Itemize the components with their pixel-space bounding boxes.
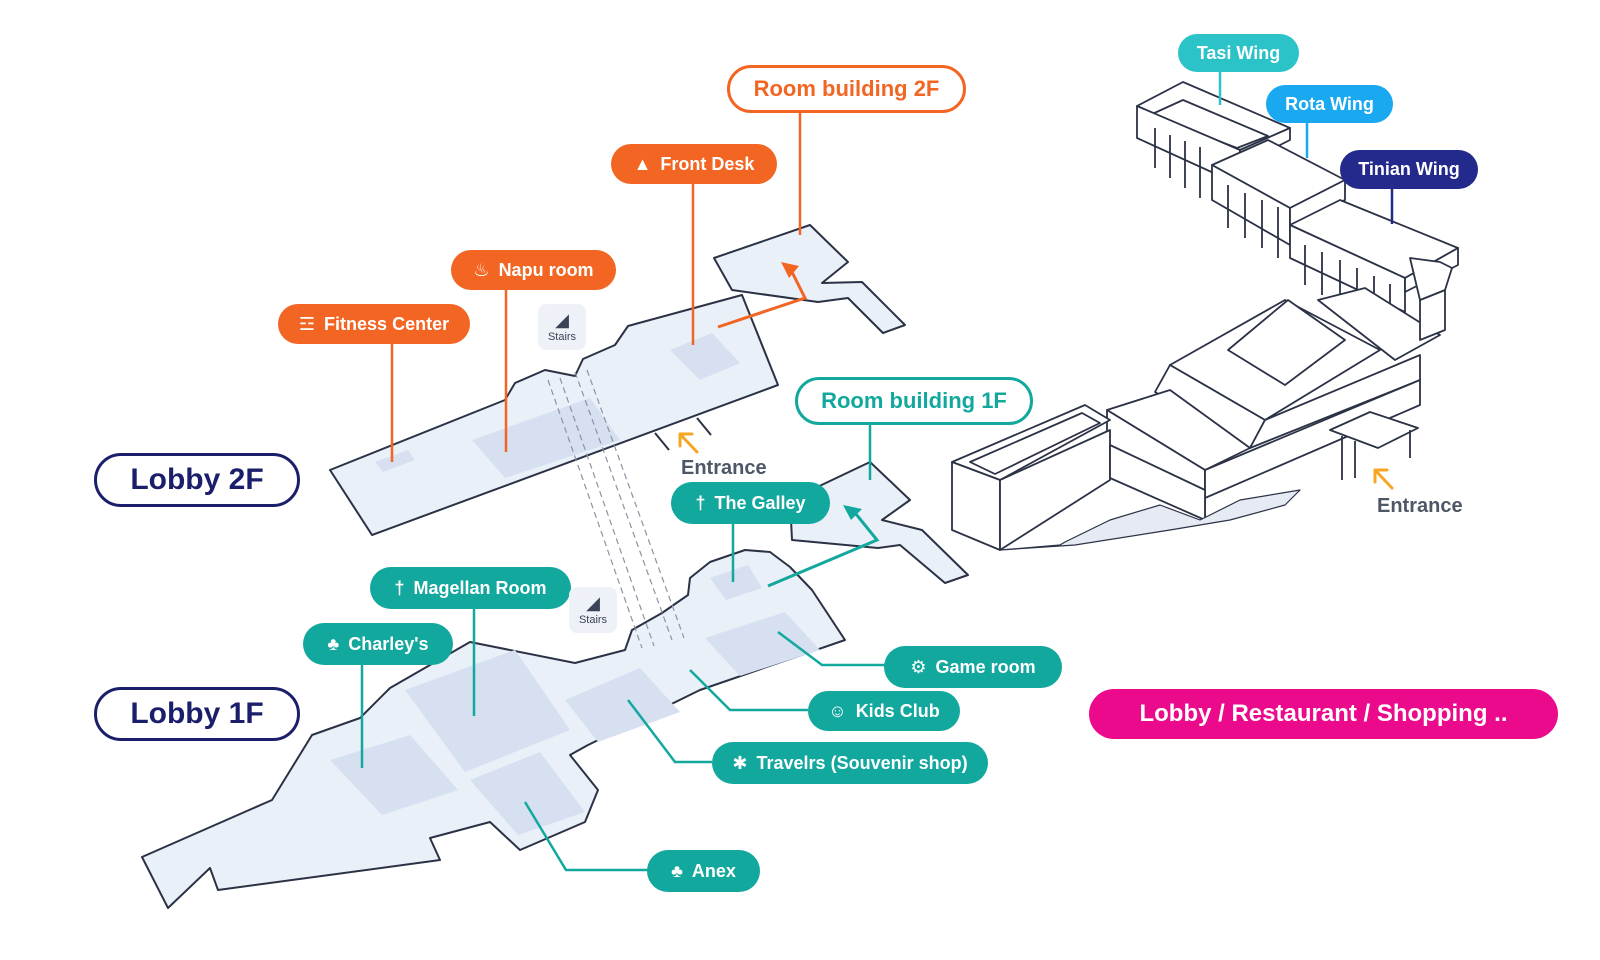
- entrance-arrow-icon: [1373, 468, 1394, 490]
- treadmill-icon: ☲: [298, 314, 316, 334]
- lobby-1f-label[interactable]: Lobby 1F: [94, 687, 300, 741]
- bar-icon: ♣: [327, 634, 340, 654]
- route-arrow-1f-head: [843, 505, 862, 520]
- front-desk-text: Front Desk: [660, 153, 755, 174]
- lobby-2f-zone: [375, 450, 415, 472]
- lobby-1f-zone: [705, 612, 820, 676]
- charleys-text: Charley's: [348, 633, 429, 654]
- fork-knife-icon: †: [695, 493, 706, 513]
- the-galley-label[interactable]: † The Galley: [671, 482, 830, 524]
- stair-connector: [547, 379, 643, 649]
- lobby-2f-label[interactable]: Lobby 2F: [94, 453, 300, 507]
- stairs-icon: ◢: [555, 310, 569, 330]
- magellan-room-label[interactable]: † Magellan Room: [370, 567, 571, 609]
- travelrs-text: Travelrs (Souvenir shop): [756, 752, 968, 773]
- lobby-2f-zone: [670, 333, 740, 380]
- fork-knife-icon: †: [394, 578, 405, 598]
- front-desk-label[interactable]: ▲ Front Desk: [611, 144, 777, 184]
- magellan-room-text: Magellan Room: [413, 577, 547, 598]
- stairs-2f-badge: ◢ Stairs: [538, 304, 586, 350]
- gamepad-icon: ⚙: [910, 657, 927, 677]
- reception-icon: ▲: [633, 154, 652, 174]
- stair-connector: [559, 377, 655, 647]
- room-building-2f-floorplate: [713, 224, 906, 334]
- napu-room-label[interactable]: ♨ Napu room: [451, 250, 616, 290]
- kids-club-label[interactable]: ☺ Kids Club: [808, 691, 960, 731]
- leader-lines-1f: [360, 424, 885, 872]
- stairs-icon: ◢: [586, 593, 600, 613]
- lobby-2f-zone: [472, 398, 620, 478]
- lobby-1f-zone: [710, 565, 762, 600]
- the-galley-text: The Galley: [714, 492, 806, 513]
- stairs-2f-text: Stairs: [547, 331, 577, 343]
- stair-connector: [574, 371, 673, 641]
- charleys-label[interactable]: ♣ Charley's: [303, 623, 453, 665]
- fitness-center-text: Fitness Center: [324, 313, 450, 334]
- bar-icon: ♣: [671, 861, 683, 881]
- resort-building-illustration: [951, 81, 1459, 551]
- entrance-arrow-icon: [678, 432, 699, 454]
- stair-connector: [586, 369, 685, 639]
- entrance-lobby-label: Entrance: [681, 457, 767, 479]
- entrance-2f-door: [696, 417, 712, 436]
- gift-icon: ✱: [732, 753, 748, 773]
- anex-text: Anex: [691, 860, 736, 881]
- stairs-1f-badge: ◢ Stairs: [569, 587, 617, 633]
- room-building-1f-floorplate: [789, 461, 969, 584]
- child-face-icon: ☺: [828, 701, 847, 721]
- room-building-1f-label[interactable]: Room building 1F: [795, 377, 1033, 425]
- kids-club-text: Kids Club: [855, 700, 940, 721]
- route-arrow-2f: [717, 271, 808, 329]
- route-arrow-1f: [767, 513, 880, 588]
- route-arrow-2f-head: [781, 262, 799, 278]
- leader-lines-2f: [390, 110, 802, 462]
- fitness-center-label[interactable]: ☲ Fitness Center: [278, 304, 470, 344]
- tasi-wing-label[interactable]: Tasi Wing: [1178, 34, 1299, 72]
- game-room-text: Game room: [935, 656, 1036, 677]
- anex-label[interactable]: ♣ Anex: [647, 850, 760, 892]
- room-building-2f-label[interactable]: Room building 2F: [727, 65, 966, 113]
- travelrs-label[interactable]: ✱ Travelrs (Souvenir shop): [712, 742, 988, 784]
- entrance-2f-door: [654, 432, 670, 451]
- lobby-1f-zone: [565, 668, 680, 742]
- rota-wing-label[interactable]: Rota Wing: [1266, 85, 1393, 123]
- game-room-label[interactable]: ⚙ Game room: [884, 646, 1062, 688]
- spa-icon: ♨: [473, 260, 490, 280]
- tinian-wing-label[interactable]: Tinian Wing: [1340, 150, 1478, 189]
- entrance-building-label: Entrance: [1377, 495, 1463, 517]
- lobby-1f-zone: [405, 650, 570, 772]
- lobby-1f-zone: [470, 752, 585, 835]
- napu-room-text: Napu room: [498, 259, 594, 280]
- stairs-1f-text: Stairs: [578, 614, 608, 626]
- category-banner[interactable]: Lobby / Restaurant / Shopping ..: [1089, 689, 1558, 739]
